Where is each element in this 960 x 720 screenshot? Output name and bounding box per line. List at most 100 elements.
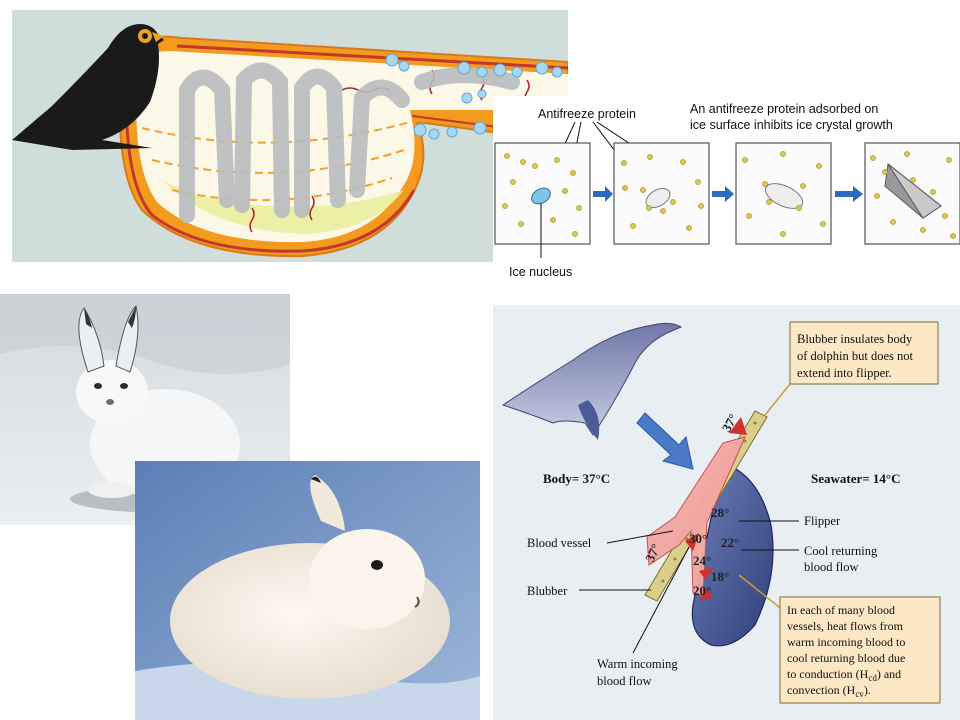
hare-nose [106, 399, 114, 405]
protein-dot [518, 221, 524, 227]
red-arrow-left [699, 589, 713, 601]
bird-heat-exchange-illustration [12, 10, 568, 262]
heat-note-box [779, 596, 941, 704]
protein-dot [780, 151, 786, 157]
hare-eye [94, 383, 102, 389]
convection-text: convection (H [787, 683, 856, 697]
hare-head [309, 529, 425, 629]
protein-dot [796, 205, 802, 211]
heat-note-line-3: warm incoming blood to [787, 635, 905, 649]
air-bubbles [385, 53, 563, 140]
protein-dot [647, 154, 653, 160]
hare-eye [120, 383, 128, 389]
protein-dot [576, 205, 582, 211]
antifreeze-protein-diagram: Antifreeze protein An antifreeze protein… [493, 96, 960, 286]
blubber-speck [673, 557, 677, 561]
temp-18: 18° [711, 569, 729, 584]
caption-line-2: ice surface inhibits ice crystal growth [690, 118, 893, 132]
protein-dot [554, 157, 560, 163]
label-flipper: Flipper [804, 514, 841, 528]
hare-nose [414, 596, 420, 608]
bubble [493, 63, 507, 77]
ice-crystal-small [645, 188, 671, 208]
bubble [551, 66, 563, 78]
hare-head [76, 360, 148, 424]
squiggle-5 [249, 207, 255, 233]
protein-dot [695, 179, 701, 185]
ice-nucleus [531, 187, 551, 205]
protein-dot [874, 193, 880, 199]
blubber-speck [743, 439, 747, 443]
bubble [446, 126, 458, 138]
temp-20: 20° [693, 583, 711, 598]
protein-dot [562, 188, 568, 194]
hare-eye [371, 560, 383, 570]
blubber-note-pointer [764, 383, 791, 416]
protein-dot [820, 221, 826, 227]
protein-dot [746, 213, 752, 219]
protein-dot [532, 163, 538, 169]
protein-dot [816, 163, 822, 169]
arrow-right [593, 186, 613, 202]
protein-dot [946, 157, 952, 163]
circulation-loop-2 [234, 62, 290, 218]
blood-flow-arrows [685, 417, 747, 601]
bubble [398, 60, 410, 72]
bubble [473, 121, 487, 135]
protein-dot [622, 185, 628, 191]
bubble [476, 66, 488, 78]
label-cool-line-2: blood flow [804, 560, 859, 574]
conduction-text-end: ) and [877, 667, 901, 681]
protein-dot [686, 225, 692, 231]
vessel-pointer [606, 530, 674, 544]
heat-note-line-6: convection (Hcv). [787, 683, 871, 699]
bubble [535, 61, 549, 75]
protein-dot [904, 151, 910, 157]
dolphin-svg: Blubber insulates body of dolphin but do… [501, 321, 941, 704]
blubber-note-line-2: of dolphin but does not [797, 349, 913, 363]
protein-dot [504, 153, 510, 159]
bird-eye [142, 33, 148, 39]
protein-dot [698, 203, 704, 209]
convection-text-end: ). [864, 683, 871, 697]
red-arrow-right [699, 567, 715, 579]
label-warm-line-1: Warm incoming [597, 657, 678, 671]
bubble [385, 53, 399, 67]
arctic-hare-photo-bottom [135, 461, 480, 720]
circulation-loop-5 [414, 67, 520, 90]
label-ice-nucleus: Ice nucleus [509, 265, 572, 279]
bird-heat-exchange-svg [12, 24, 568, 258]
protein-dot [630, 223, 636, 229]
dolphin-flipper-small [578, 400, 600, 440]
ice-crystal-facet [887, 163, 942, 219]
label-blubber: Blubber [527, 584, 568, 598]
protein-dot [910, 177, 916, 183]
protein-dot [520, 159, 526, 165]
protein-dot [621, 160, 627, 166]
protein-dot [890, 219, 896, 225]
protein-dot [942, 213, 948, 219]
label-seawater-temp: Seawater= 14°C [811, 471, 901, 486]
antifreeze-svg: Antifreeze protein An antifreeze protein… [494, 102, 960, 279]
circulation-arrows [179, 62, 520, 223]
stage-arrows [593, 186, 863, 202]
protein-dot [780, 231, 786, 237]
blubber-note-line-1: Blubber insulates body [797, 332, 913, 346]
heat-note-line-4: cool returning blood due [787, 651, 905, 665]
heat-note-line-2: vessels, heat flows from [787, 619, 904, 633]
protein-dots [502, 151, 956, 239]
protein-dot [510, 179, 516, 185]
bubble [461, 92, 473, 104]
protein-dot [882, 169, 888, 175]
protein-dot [950, 233, 956, 239]
temp-24: 24° [693, 553, 711, 568]
protein-dot [570, 170, 576, 176]
red-arrow-down [685, 533, 699, 551]
label-warm-line-2: blood flow [597, 674, 652, 688]
arrow-right [712, 186, 734, 202]
blubber-note-line-3: extend into flipper. [797, 366, 892, 380]
bird-beak [152, 32, 164, 42]
label-body-temp: Body= 37°C [543, 471, 610, 486]
bird-silhouette [12, 24, 164, 150]
bubble [477, 89, 487, 99]
